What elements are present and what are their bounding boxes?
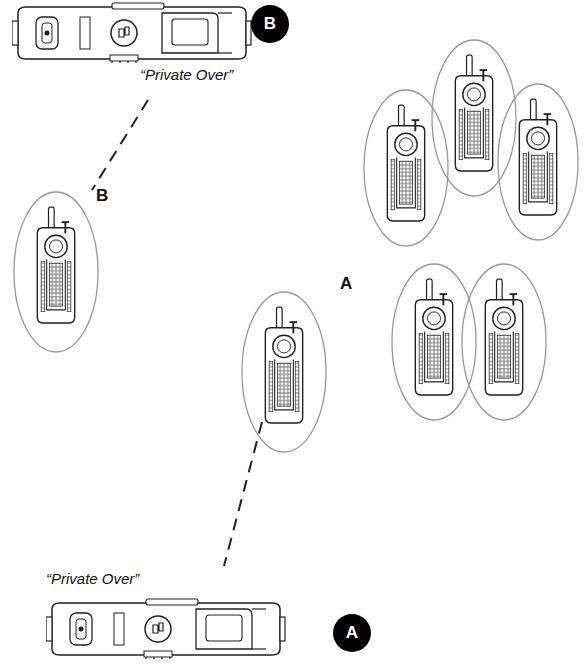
radio-letter: A: [340, 274, 352, 294]
radio-letter: B: [96, 186, 108, 206]
letter-badge: A: [333, 614, 371, 652]
call-label: “Private Over”: [140, 66, 233, 83]
call-label: “Private Over”: [46, 570, 139, 587]
badge-letter: A: [346, 623, 358, 643]
badge-letter: B: [264, 14, 276, 34]
letter-badge: B: [251, 5, 289, 43]
